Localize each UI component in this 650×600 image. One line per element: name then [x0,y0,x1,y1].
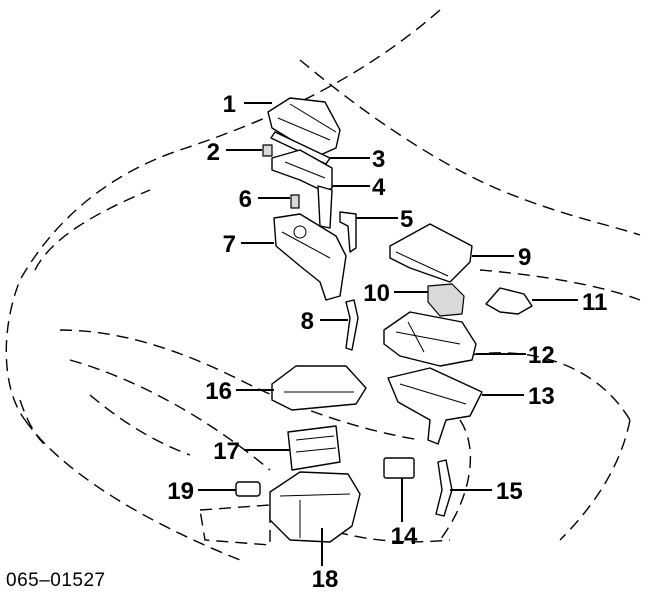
callout-17: 17 [213,438,240,465]
callout-1: 1 [223,91,236,118]
callout-15: 15 [496,478,523,505]
callout-4: 4 [372,174,386,201]
callout-13: 13 [528,383,555,410]
callout-2: 2 [207,139,220,166]
callout-12: 12 [528,342,555,369]
callout-11: 11 [582,289,607,316]
reference-code: 065–01527 [6,570,106,591]
part-17-relay-module [287,425,341,471]
part-4-relay-block [271,149,333,229]
callout-14: 14 [391,523,418,550]
part-2-clip [262,144,273,157]
part-5-bracket [339,211,357,253]
part-14-relay [383,457,415,479]
part-16-ecu-cover [271,365,367,411]
part-1-cover [267,97,341,157]
callout-labels: 1 2 3 4 6 5 7 8 9 10 11 12 13 16 17 19 1… [167,91,607,593]
part-12-fuse-box [383,311,477,367]
part-19-plug [235,481,261,497]
callout-18: 18 [312,566,339,593]
callout-5: 5 [400,206,413,233]
callout-6: 6 [239,186,252,213]
part-18-housing [269,471,361,543]
callout-7: 7 [223,231,236,258]
callout-9: 9 [518,244,531,271]
callout-19: 19 [167,478,194,505]
callout-10: 10 [363,280,390,307]
part-8-bar [345,299,359,351]
callout-16: 16 [205,378,232,405]
part-10-gasket [427,283,465,317]
part-11-connector [485,287,533,315]
callout-3: 3 [372,146,385,173]
leader-lines [198,102,578,566]
part-9-lid [389,223,473,283]
callout-8: 8 [301,308,314,335]
part-6-bolt [290,194,300,209]
part-13-tray [387,367,483,445]
part-7-junction-base [273,213,347,301]
part-15-bracket [435,459,453,517]
